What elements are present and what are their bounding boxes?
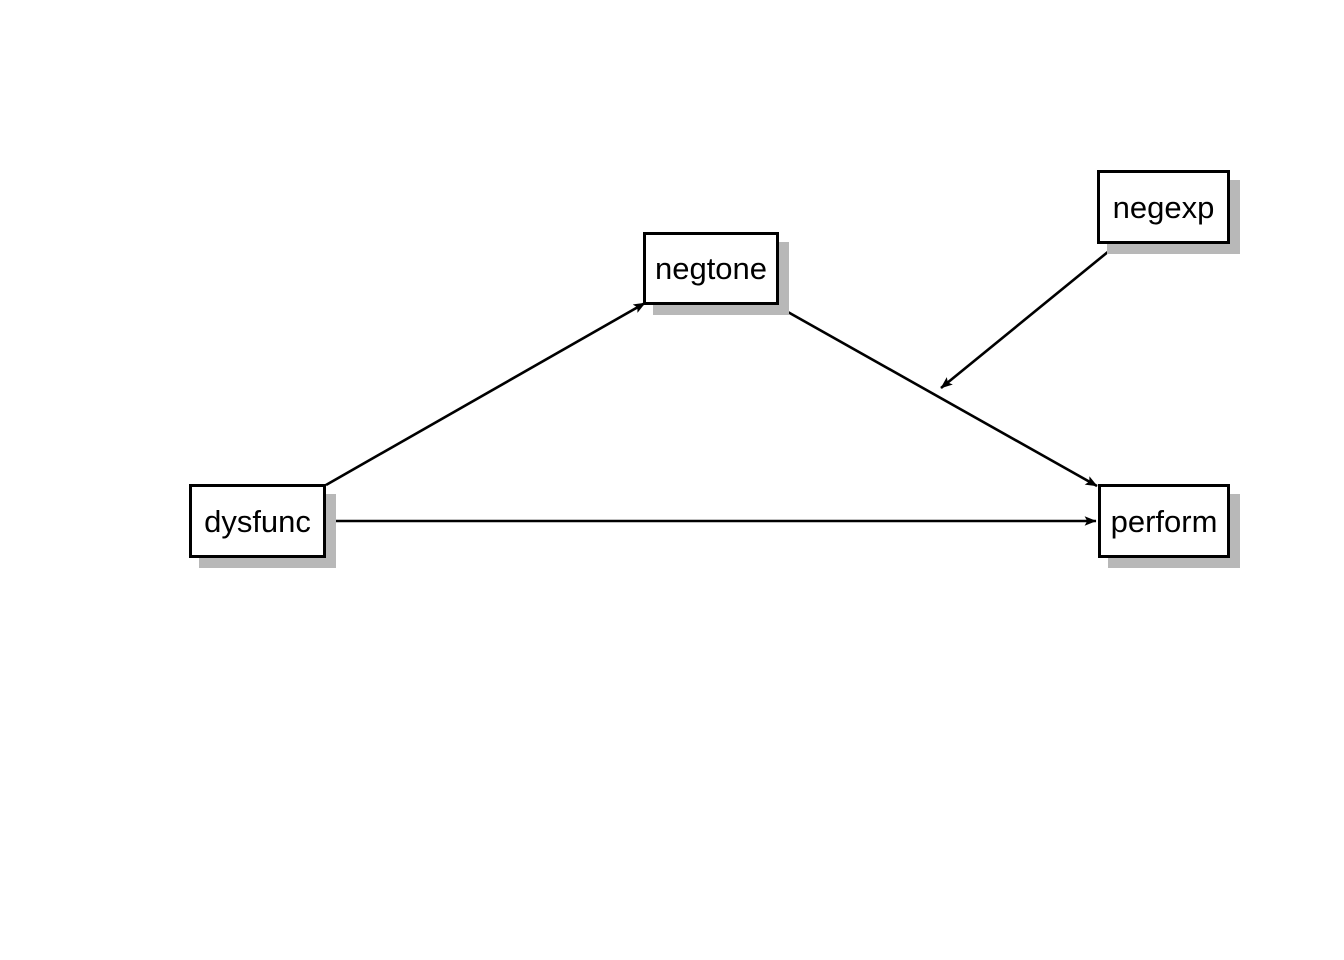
edge-negexp-to-negtone-perform-path — [940, 249, 1110, 390]
node-label-perform: perform — [1110, 503, 1218, 539]
node-negexp[interactable]: negexp — [1097, 170, 1230, 244]
node-perform[interactable]: perform — [1098, 484, 1230, 558]
edge-negtone-to-perform — [778, 305, 1098, 488]
node-negtone[interactable]: negtone — [643, 232, 779, 305]
edge-dysfunc-to-negtone — [325, 301, 646, 487]
node-label-negtone: negtone — [654, 251, 768, 286]
node-dysfunc[interactable]: dysfunc — [189, 484, 326, 558]
node-label-dysfunc: dysfunc — [204, 503, 311, 539]
node-label-negexp: negexp — [1112, 189, 1215, 225]
edges-group — [325, 249, 1110, 526]
